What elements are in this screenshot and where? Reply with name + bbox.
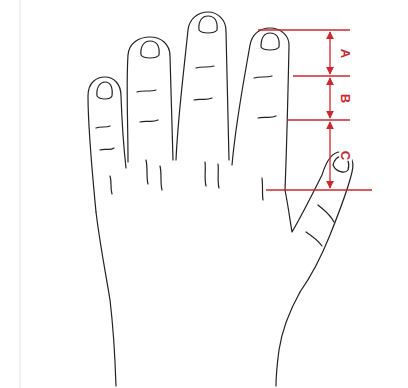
dimension-label: C — [339, 150, 352, 161]
dimension-label: B — [339, 93, 352, 104]
dimension-lines — [258, 30, 372, 190]
hand-outline — [88, 12, 353, 386]
dimension-label: A — [339, 48, 352, 59]
frame-line — [20, 0, 21, 388]
